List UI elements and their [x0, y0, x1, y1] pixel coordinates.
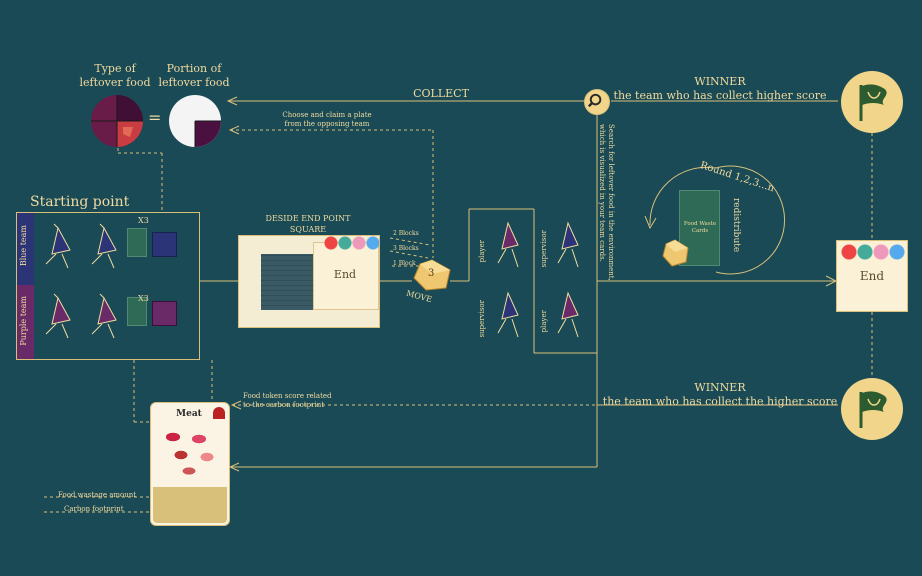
- food-wastage-label: Food wastage amount: [58, 491, 137, 499]
- end-text: End: [859, 269, 885, 283]
- deside-end-label: DESIDE END POINT SQUARE: [265, 214, 351, 234]
- collect-label: COLLECT: [413, 87, 469, 100]
- meat-card[interactable]: Meat: [150, 402, 230, 526]
- blue-token[interactable]: [152, 232, 177, 257]
- player-label-top: player: [478, 240, 486, 263]
- blue-card-stack[interactable]: [127, 228, 147, 257]
- food-token-label: Food token score related to the carbon f…: [243, 392, 332, 409]
- food-waste-card[interactable]: Food Waste Cards: [679, 190, 720, 266]
- portion-of-food-label: Portion of leftover food: [158, 62, 230, 89]
- end-balloons: [841, 243, 905, 261]
- search-instruction: Search for leftover food in the environm…: [598, 124, 615, 281]
- teams-box: [16, 212, 200, 360]
- end-square-card: End: [836, 240, 908, 312]
- dice-icon: [413, 259, 451, 291]
- meat-corner-icon: [213, 407, 225, 419]
- blue-team-runners: [45, 223, 117, 269]
- meat-footer: [153, 487, 227, 523]
- board-preview: End: [238, 235, 380, 328]
- block-option-1[interactable]: 1 Block: [393, 260, 416, 267]
- winner-bottom-label: WINNER the team who has collect the high…: [602, 381, 838, 408]
- supervisor-label-bottom: supervisor: [478, 300, 486, 338]
- meat-images: [159, 427, 221, 479]
- starting-point-title: Starting point: [30, 194, 130, 210]
- block-option-2[interactable]: 2 Blocks: [393, 230, 419, 237]
- dice-number: 3: [428, 268, 435, 279]
- board-end-text: End: [333, 268, 357, 281]
- type-of-food-label: Type of leftover food: [79, 62, 151, 89]
- flag-icon: [859, 84, 887, 121]
- runner-icon: [45, 293, 117, 339]
- winner-top-label: WINNER the team who has collect higher s…: [613, 75, 827, 102]
- move-dice[interactable]: 3: [412, 258, 452, 292]
- portion-of-food-pie: [169, 95, 221, 147]
- winner-top-badge: [841, 71, 903, 133]
- search-button[interactable]: [584, 89, 610, 115]
- laurel-icon: [867, 91, 881, 99]
- purple-team-runners: [45, 293, 117, 339]
- blue-team-band: [17, 213, 34, 285]
- choose-plate-label: Choose and claim a plate from the opposi…: [282, 111, 372, 128]
- dice-icon: [662, 239, 689, 267]
- purple-x3-label: X3: [138, 294, 149, 303]
- board-grid: [261, 254, 317, 310]
- type-of-food-pie: [91, 95, 143, 147]
- purple-card-stack[interactable]: [127, 297, 147, 326]
- purple-token[interactable]: [152, 301, 177, 326]
- meat-title: Meat: [176, 409, 202, 419]
- runner-icon: [45, 223, 117, 269]
- flag-icon: [859, 391, 887, 428]
- purple-team-label: Purple team: [19, 296, 28, 346]
- winner-bottom-badge: [841, 378, 903, 440]
- board-balloons: [323, 236, 379, 250]
- player-runners: [497, 221, 579, 338]
- magnifier-icon: [587, 93, 602, 108]
- purple-team-band: [17, 285, 34, 359]
- equals-sign: =: [148, 108, 162, 127]
- carbon-footprint-label: Carbon footprint: [64, 505, 124, 513]
- runner-icon: [497, 221, 579, 338]
- blue-x3-label: X3: [138, 216, 149, 225]
- blue-team-label: Blue team: [19, 225, 28, 267]
- redistribute-label: redistribute: [731, 198, 741, 253]
- block-option-3[interactable]: 3 Blocks: [393, 245, 419, 252]
- laurel-icon: [867, 398, 881, 406]
